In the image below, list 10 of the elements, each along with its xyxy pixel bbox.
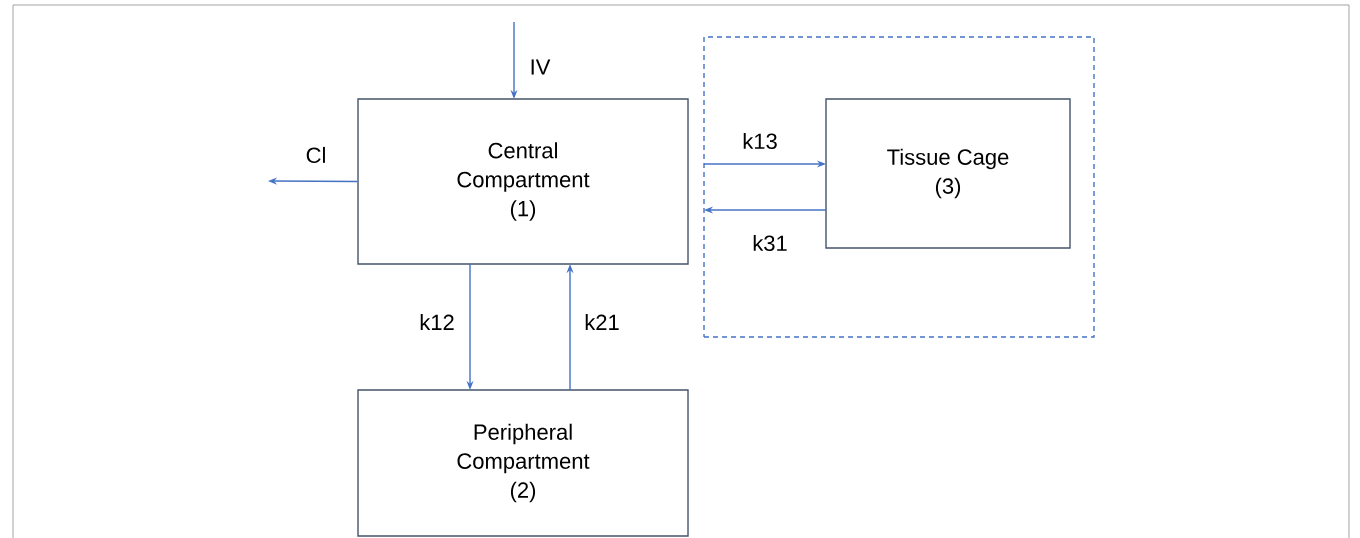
edge-label: IV [527,57,553,77]
compartment-box: Peripheral Compartment (2) [357,389,689,537]
dashed-group-box [703,36,1095,338]
compartment-box: Central Compartment (1) [357,98,689,265]
compartment-box: Tissue Cage (3) [825,98,1071,249]
edge-label: k31 [750,232,790,254]
edge-label: k13 [740,130,780,152]
edge-label: k21 [582,312,622,332]
edge-label: k12 [417,312,457,332]
edge-label: Cl [303,144,329,166]
